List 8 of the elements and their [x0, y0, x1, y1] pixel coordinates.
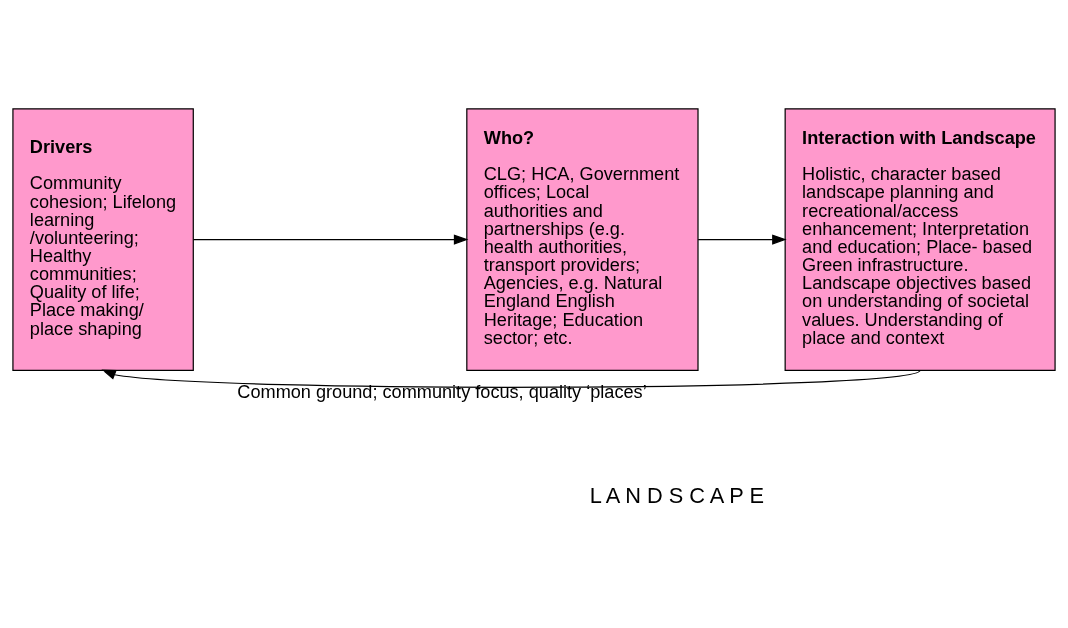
arrow — [101, 369, 921, 388]
node-box: Drivers Community cohesion; Lifelong learning /volunteering; Healthy communities; Quality of life; Place making/ place shaping — [12, 108, 194, 371]
node-box: Who? CLG; HCA, Government offices; Local authorities and partnerships (e.g. health authorities, transport providers; Agencies, e.g. Natural England English Heritage; Education sector; etc. — [466, 108, 699, 371]
node-box: Interaction with Landscape Holistic, character based landscape planning and recreational/access enhancement; Interpretation and education; Place- based Green infrastructure. Landscape objectives based on understanding of societal values. Understanding of place and context — [784, 108, 1056, 371]
label: L A N D S C A P E — [589, 482, 764, 508]
edge-label: Common ground; community focus, quality ‘places’ — [237, 382, 647, 403]
arrow — [192, 234, 469, 245]
arrow — [697, 234, 787, 245]
